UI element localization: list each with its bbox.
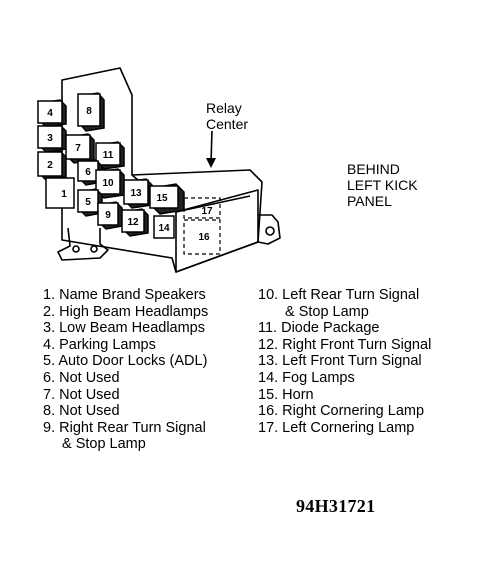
relay-number-13: 13: [130, 188, 142, 199]
legend-item: 3. Low Beam Headlamps: [43, 320, 205, 337]
legend-item: 4. Parking Lamps: [43, 336, 156, 353]
legend-item: 15. Horn: [258, 386, 314, 403]
legend-item: 5. Auto Door Locks (ADL): [43, 353, 208, 370]
relay-center-arrow: [206, 158, 216, 168]
legend-right: 10. Left Rear Turn Signal & Stop Lamp 11…: [258, 287, 431, 436]
relay-number-3: 3: [47, 133, 53, 144]
legend-left: 1. Name Brand Speakers 2. High Beam Head…: [43, 287, 208, 453]
bracket-hole: [90, 245, 98, 253]
relay-12: [121, 209, 145, 233]
housing-right-face: [175, 189, 259, 273]
legend-item: 6. Not Used: [43, 369, 120, 386]
relay-number-17: 17: [201, 206, 213, 217]
relay-number-14: 14: [158, 223, 170, 234]
legend-item: 11. Diode Package: [258, 320, 380, 337]
location-label-line3: PANEL: [347, 193, 392, 209]
relay-number-2: 2: [47, 160, 53, 171]
legend-item: 14. Fog Lamps: [258, 369, 355, 386]
relay-number-4: 4: [47, 108, 53, 119]
relay-number-6: 6: [85, 167, 91, 178]
legend-item: 2. High Beam Headlamps: [43, 303, 209, 320]
relay-7: [65, 134, 91, 160]
housing-body: [61, 67, 263, 273]
relay-10: [95, 169, 121, 195]
relay-9: [97, 202, 119, 226]
side-tab: [257, 214, 281, 245]
relay-8: [77, 93, 101, 127]
legend-item: 16. Right Cornering Lamp: [258, 403, 425, 420]
relay-number-12: 12: [127, 217, 139, 228]
legend-item: 1. Name Brand Speakers: [43, 287, 206, 303]
relay-4: [37, 100, 63, 124]
relay-center-label-line1: Relay: [206, 100, 242, 116]
legend-item-continuation: & Stop Lamp: [285, 303, 369, 320]
location-label-line2: LEFT KICK: [347, 177, 418, 193]
relay-14: [153, 215, 175, 239]
figure-id: 94H31721: [296, 496, 376, 516]
legend-item: 13. Left Front Turn Signal: [258, 353, 422, 370]
side-tab-hole: [265, 226, 275, 236]
legend-item: 10. Left Rear Turn Signal: [258, 287, 420, 303]
relay-number-11: 11: [103, 150, 114, 161]
legend-item: 7. Not Used: [43, 386, 120, 403]
relay-center-leader: [210, 130, 213, 163]
relay-number-15: 15: [156, 193, 168, 204]
relay-5: [77, 189, 99, 213]
mounting-bracket: [57, 227, 109, 261]
relay-15: [149, 185, 179, 209]
relay-number-5: 5: [85, 197, 91, 208]
relay-17: [183, 197, 221, 219]
relay-number-8: 8: [86, 106, 92, 117]
relay-11: [95, 142, 121, 166]
relay-1: [45, 177, 75, 209]
legend-item: 12. Right Front Turn Signal: [258, 336, 432, 353]
bracket-hole: [72, 245, 80, 253]
relay-3: [37, 125, 63, 149]
relay-13: [123, 179, 149, 205]
relay-number-9: 9: [105, 210, 111, 221]
relay-number-1: 1: [61, 189, 67, 200]
legend-item-continuation: & Stop Lamp: [62, 436, 146, 453]
relay-number-16: 16: [198, 232, 210, 243]
relay-center-diagram: 8 4 3 7 11 2 6 1 10 13 15 5 9 12 14 17 1…: [37, 67, 281, 273]
relay-number-10: 10: [102, 178, 114, 189]
relay-center-label-line2: Center: [206, 116, 249, 132]
legend-item: 17. Left Cornering Lamp: [258, 419, 415, 436]
relay-2: [37, 151, 63, 177]
location-label-line1: BEHIND: [347, 161, 400, 177]
relay-number-7: 7: [75, 143, 81, 154]
legend-item: 9. Right Rear Turn Signal: [43, 419, 206, 436]
legend-item: 8. Not Used: [43, 403, 120, 420]
relay-16: [183, 219, 221, 255]
